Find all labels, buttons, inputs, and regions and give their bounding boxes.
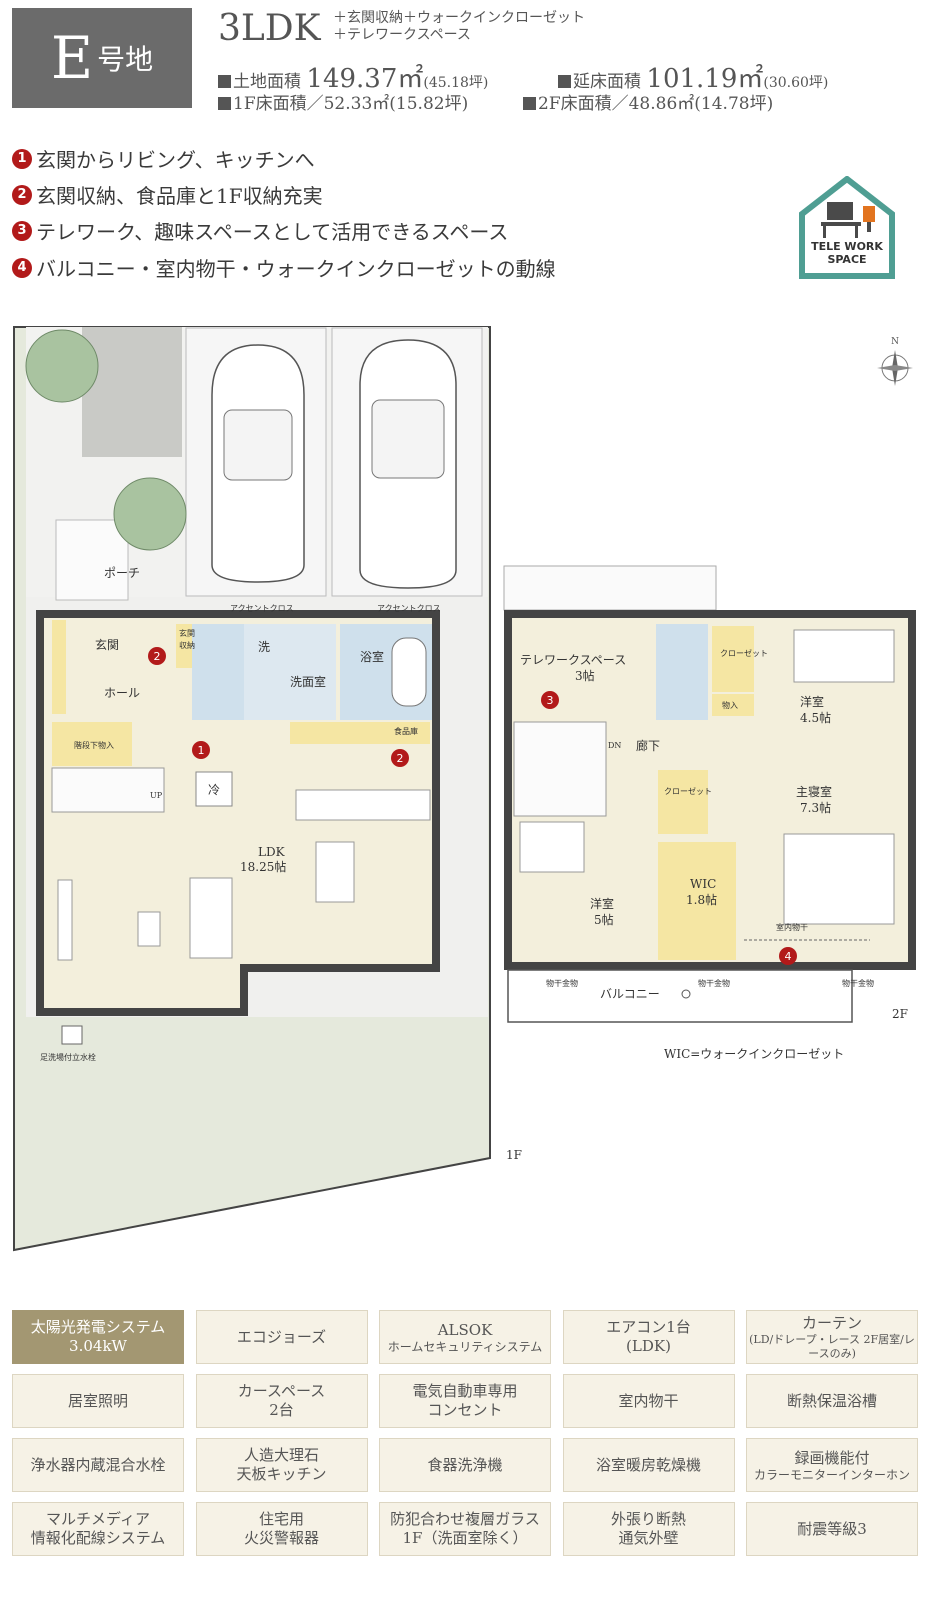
land-area: 土地面積 149.37㎡(45.18坪)	[218, 58, 488, 95]
lot-suffix: 号地	[97, 43, 154, 76]
svg-text:アクセントクロス: アクセントクロス	[377, 604, 441, 613]
car-icon	[211, 344, 305, 583]
svg-text:物干金物: 物干金物	[842, 978, 874, 988]
tree-icon	[113, 477, 187, 551]
lot-badge: E 号地	[12, 8, 192, 108]
svg-text:洋室: 洋室	[590, 896, 614, 911]
svg-text:UP: UP	[150, 791, 163, 800]
svg-text:アクセントクロス: アクセントクロス	[230, 604, 294, 613]
plan-options-line1: ＋玄関収納＋ウォークインクローゼット	[333, 10, 585, 26]
svg-text:物干金物: 物干金物	[546, 978, 578, 988]
svg-text:ホール: ホール	[104, 686, 140, 700]
svg-text:食品庫: 食品庫	[394, 726, 418, 736]
car-icon	[359, 339, 457, 589]
equipment-item: 録画機能付カラーモニターインターホン	[746, 1438, 918, 1492]
equipment-item: 食器洗浄機	[379, 1438, 551, 1492]
svg-text:浴室: 浴室	[360, 649, 384, 664]
equipment-item: 浄水器内蔵混合水栓	[12, 1438, 184, 1492]
f1-area: 1F床面積／52.33㎡(15.82坪)	[218, 89, 468, 114]
svg-text:テレワークスペース: テレワークスペース	[520, 653, 626, 667]
tree-icon	[25, 329, 99, 403]
equipment-item: 住宅用火災警報器	[195, 1502, 368, 1556]
plan-options-line2: ＋テレワークスペース	[333, 27, 471, 43]
svg-text:階段下物入: 階段下物入	[74, 740, 114, 750]
svg-text:N: N	[891, 337, 899, 347]
paving-tiles	[82, 327, 182, 457]
equipment-item: 室内物干	[562, 1374, 735, 1428]
svg-text:主寝室: 主寝室	[796, 784, 832, 799]
equipment-item: 浴室暖房乾燥機	[562, 1438, 735, 1492]
equipment-item: 外張り断熱通気外壁	[562, 1502, 735, 1556]
svg-text:冷: 冷	[208, 783, 220, 797]
svg-text:クローゼット: クローゼット	[720, 648, 768, 658]
compass-icon: N	[877, 337, 913, 386]
plan-type: 3LDK	[218, 8, 321, 49]
floor-area: 延床面積 101.19㎡(30.60坪)	[558, 58, 828, 95]
svg-text:収納: 収納	[179, 640, 195, 650]
svg-text:1.8帖: 1.8帖	[686, 892, 717, 907]
svg-text:DN: DN	[608, 741, 621, 750]
equipment-item: 電気自動車専用コンセント	[379, 1374, 551, 1428]
svg-text:WIC: WIC	[690, 877, 716, 891]
equipment-item: 人造大理石天板キッチン	[195, 1438, 368, 1492]
svg-text:クローゼット: クローゼット	[664, 786, 712, 796]
equipment-item: マルチメディア情報化配線システム	[12, 1502, 184, 1556]
svg-text:玄関: 玄関	[95, 637, 119, 652]
svg-text:4: 4	[785, 950, 792, 963]
equipment-item: 居室照明	[12, 1374, 184, 1428]
telework-badge-icon: TELE WORK SPACE	[799, 176, 895, 279]
svg-text:洗: 洗	[258, 640, 270, 654]
svg-text:2F: 2F	[892, 1007, 908, 1021]
f2-area: 2F床面積／48.86㎡(14.78坪)	[523, 89, 773, 114]
floor1-plan: ポーチ 玄関 玄関 収納 ホール 階段下物入 UP 冷 LDK 18.25帖 洗…	[13, 326, 522, 1252]
svg-text:バルコニー: バルコニー	[600, 987, 660, 1001]
accent-wall	[52, 620, 66, 714]
floor-plan-diagram: ポーチ 玄関 玄関 収納 ホール 階段下物入 UP 冷 LDK 18.25帖 洗…	[13, 326, 916, 1252]
svg-text:廊下: 廊下	[636, 738, 660, 753]
equipment-item: 耐震等級3	[746, 1502, 918, 1556]
svg-text:4.5帖: 4.5帖	[800, 710, 831, 725]
svg-text:3帖: 3帖	[575, 668, 595, 683]
equipment-item: エアコン1台(LDK)	[562, 1310, 735, 1364]
equipment-item: エコジョーズ	[195, 1310, 368, 1364]
svg-text:TELE WORK: TELE WORK	[811, 240, 883, 253]
svg-text:3: 3	[547, 694, 554, 707]
svg-text:2: 2	[397, 752, 404, 765]
svg-text:18.25帖: 18.25帖	[240, 859, 286, 874]
svg-text:2: 2	[154, 650, 161, 663]
svg-text:物干金物: 物干金物	[698, 978, 730, 988]
svg-text:5帖: 5帖	[594, 912, 614, 927]
svg-text:WIC=ウォークインクローゼット: WIC=ウォークインクローゼット	[664, 1047, 844, 1061]
svg-text:玄関: 玄関	[179, 628, 195, 638]
svg-text:物入: 物入	[722, 700, 738, 710]
floor2-plan: テレワークスペース 3帖 クローゼット 物入 洋室 4.5帖 DN 廊下 クロー…	[503, 565, 916, 1061]
svg-text:ポーチ: ポーチ	[104, 566, 140, 580]
svg-text:SPACE: SPACE	[827, 253, 866, 266]
svg-text:7.3帖: 7.3帖	[800, 800, 831, 815]
svg-text:LDK: LDK	[258, 845, 286, 859]
equipment-item: 断熱保温浴槽	[746, 1374, 918, 1428]
equipment-item: カーテン(LD/ドレープ・レース 2F居室/レースのみ)	[746, 1310, 918, 1364]
svg-text:足洗場付立水栓: 足洗場付立水栓	[40, 1052, 96, 1062]
lot-letter: E	[50, 24, 94, 92]
svg-text:1: 1	[198, 744, 205, 757]
svg-text:洗面室: 洗面室	[290, 674, 326, 689]
svg-text:室内物干: 室内物干	[776, 922, 808, 932]
svg-text:1F: 1F	[506, 1148, 522, 1162]
svg-text:洋室: 洋室	[800, 694, 824, 709]
